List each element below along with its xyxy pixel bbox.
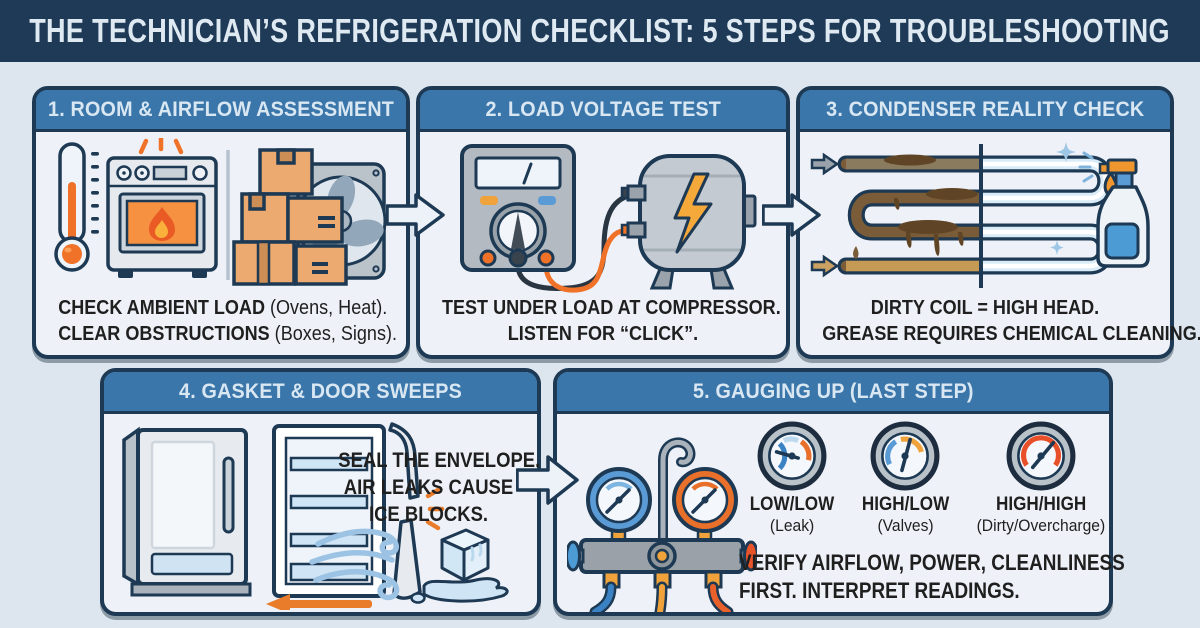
step-2-title: 2. LOAD VOLTAGE TEST [485,97,721,121]
caption-bold: DIRTY COIL = HIGH HEAD. [870,296,1100,320]
flow-arrow-2-icon [762,193,821,237]
step-2-body: TEST UNDER LOAD AT COMPRESSOR. LISTEN FO… [420,132,786,355]
legend-label: HIGH/HIGH [995,494,1087,515]
manifold-gauges-icon [567,437,757,612]
step-4-title: 4. GASKET & DOOR SWEEPS [179,379,462,403]
step-1-title: 1. ROOM & AIRFLOW ASSESSMENT [48,97,394,121]
gauge-high-high-icon [1006,421,1076,491]
caption-bold: FIRST. INTERPRET READINGS. [739,578,1020,604]
legend-sub: (Leak) [769,516,815,535]
step-1-body: CHECK AMBIENT LOAD (Ovens, Heat). CLEAR … [36,132,406,355]
airflow-icon [309,528,400,601]
high-valve-knob-icon [743,540,757,572]
caption-bold: SEAL THE ENVELOPE. [338,449,541,472]
compressor-icon [620,154,757,290]
step-5-header: 5. GAUGING UP (LAST STEP) [557,372,1109,414]
step-4-header: 4. GASKET & DOOR SWEEPS [104,372,537,414]
low-valve-knob-icon [567,540,581,572]
step-4-caption: SEAL THE ENVELOPE. AIR LEAKS CAUSE ICE B… [338,448,541,529]
caption-bold: ICE BLOCKS. [368,502,489,526]
thermometer-icon [54,142,99,272]
high-side-gauge-icon [672,467,738,533]
legend-high-low: HIGH/LOW (Valves) [839,420,971,536]
room-airflow-illustration [54,138,387,286]
caption-bold: GREASE REQUIRES CHEMICAL CLEANING. [822,322,1200,346]
caption-bold: VERIFY AIRFLOW, POWER, CLEANLINESS [739,549,1125,575]
condenser-illustration [810,142,1150,288]
voltage-test-illustration [460,144,757,293]
step-4-body: SEAL THE ENVELOPE. AIR LEAKS CAUSE ICE B… [104,414,541,612]
step-2-caption: TEST UNDER LOAD AT COMPRESSOR. LISTEN FO… [442,295,781,347]
caption-bold: LISTEN FOR “CLICK”. [507,322,699,346]
refrigerator-icon [122,426,252,597]
caption-bold: CHECK AMBIENT LOAD [58,296,265,320]
gauge-high-low-icon [870,421,940,491]
page-title: THE TECHNICIAN’S REFRIGERATION CHECKLIST… [29,12,1171,49]
caption-regular: (Boxes, Signs). [269,322,398,346]
step-5-body: LOW/LOW (Leak) HIGH/LOW (Valves) [557,414,1125,612]
multimeter-icon [460,144,576,272]
step-card-4: 4. GASKET & DOOR SWEEPS [100,368,541,616]
grease-drip-icon [853,246,859,259]
ice-cube-icon [410,528,509,604]
caption-bold: TEST UNDER LOAD AT COMPRESSOR. [441,296,781,320]
gasket-door-illustration [122,422,509,610]
step-3-body: DIRTY COIL = HIGH HEAD. GREASE REQUIRES … [800,132,1200,355]
caption-regular: (Ovens, Heat). [264,296,388,320]
step-card-5: 5. GAUGING UP (LAST STEP) [553,368,1125,616]
lightning-bolt-icon [673,172,713,254]
oven-icon [106,138,218,278]
step-2-header: 2. LOAD VOLTAGE TEST [420,90,786,132]
close-door-arrow-icon [266,594,372,610]
legend-low-low: LOW/LOW (Leak) [745,420,839,536]
legend-high-high: HIGH/HIGH (Dirty/Overcharge) [971,420,1111,536]
step-5-title: 5. GAUGING UP (LAST STEP) [692,379,974,403]
step-3-title: 3. CONDENSER REALITY CHECK [825,97,1145,121]
open-door-icon [266,422,445,610]
step-card-1: 1. ROOM & AIRFLOW ASSESSMENT [32,86,410,359]
step-card-3: 3. CONDENSER REALITY CHECK [796,86,1200,359]
condenser-coil-icon [837,144,1115,288]
step-1-header: 1. ROOM & AIRFLOW ASSESSMENT [36,90,406,132]
legend-label: HIGH/LOW [861,494,949,515]
sparkle-icon [1050,142,1076,255]
leak-burst-icon [425,487,445,531]
caption-bold: CLEAR OBSTRUCTIONS [58,322,270,346]
gauge-low-low-icon [757,421,827,491]
step-5-caption: VERIFY AIRFLOW, POWER, CLEANLINESS FIRST… [739,549,1125,606]
caption-bold: AIR LEAKS CAUSE [343,475,514,499]
step-1-caption: CHECK AMBIENT LOAD (Ovens, Heat). CLEAR … [58,295,397,347]
step-3-caption: DIRTY COIL = HIGH HEAD. GREASE REQUIRES … [822,295,1200,347]
boxes-icon [232,148,348,286]
airflow-in-arrow-icon [810,152,840,278]
banner: THE TECHNICIAN’S REFRIGERATION CHECKLIST… [0,0,1200,62]
legend-label: LOW/LOW [749,494,835,515]
flow-arrow-3-icon [516,455,579,505]
low-side-gauge-icon [586,467,652,533]
step-card-2: 2. LOAD VOLTAGE TEST [416,86,790,359]
step-3-header: 3. CONDENSER REALITY CHECK [800,90,1170,132]
legend-sub: (Valves) [877,516,934,535]
hoses [589,581,734,612]
flow-arrow-1-icon [386,193,445,237]
legend-sub: (Dirty/Overcharge) [976,516,1106,535]
spray-bottle-icon [1078,151,1150,268]
gauge-legend: LOW/LOW (Leak) HIGH/LOW (Valves) [745,420,1111,536]
